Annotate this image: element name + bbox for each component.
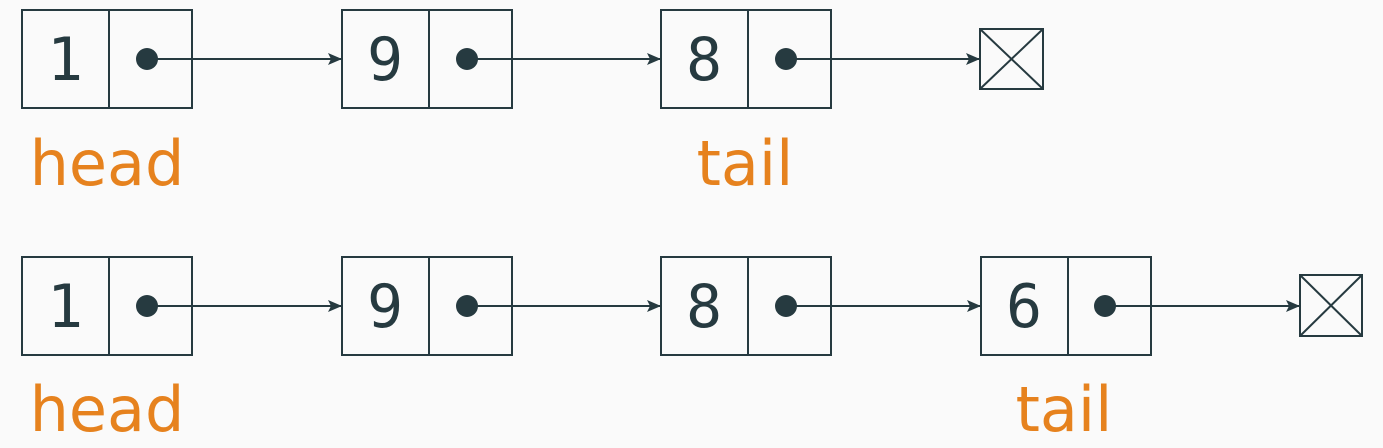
tail-label: tail	[697, 127, 794, 200]
node-value: 9	[367, 272, 403, 342]
null-terminator-icon	[1299, 274, 1363, 337]
list-node: 9	[341, 9, 661, 109]
linked-list-before: 1 9 8 head tail	[21, 9, 1044, 200]
list-node: 1	[21, 9, 342, 109]
list-node: 9	[341, 256, 661, 356]
tail-label: tail	[1016, 373, 1113, 446]
head-label: head	[30, 373, 185, 446]
head-label: head	[30, 127, 185, 200]
list-node: 8	[660, 9, 980, 109]
null-terminator-icon	[979, 28, 1044, 90]
node-value: 9	[367, 25, 403, 95]
linked-list-after: 1 9 8 6 head	[21, 256, 1363, 446]
node-value: 1	[47, 272, 83, 342]
node-value: 6	[1006, 272, 1042, 342]
node-value: 8	[686, 25, 722, 95]
node-value: 8	[686, 272, 722, 342]
list-node: 1	[21, 256, 342, 356]
list-node: 6	[980, 256, 1300, 356]
node-value: 1	[47, 25, 83, 95]
list-node: 8	[660, 256, 981, 356]
